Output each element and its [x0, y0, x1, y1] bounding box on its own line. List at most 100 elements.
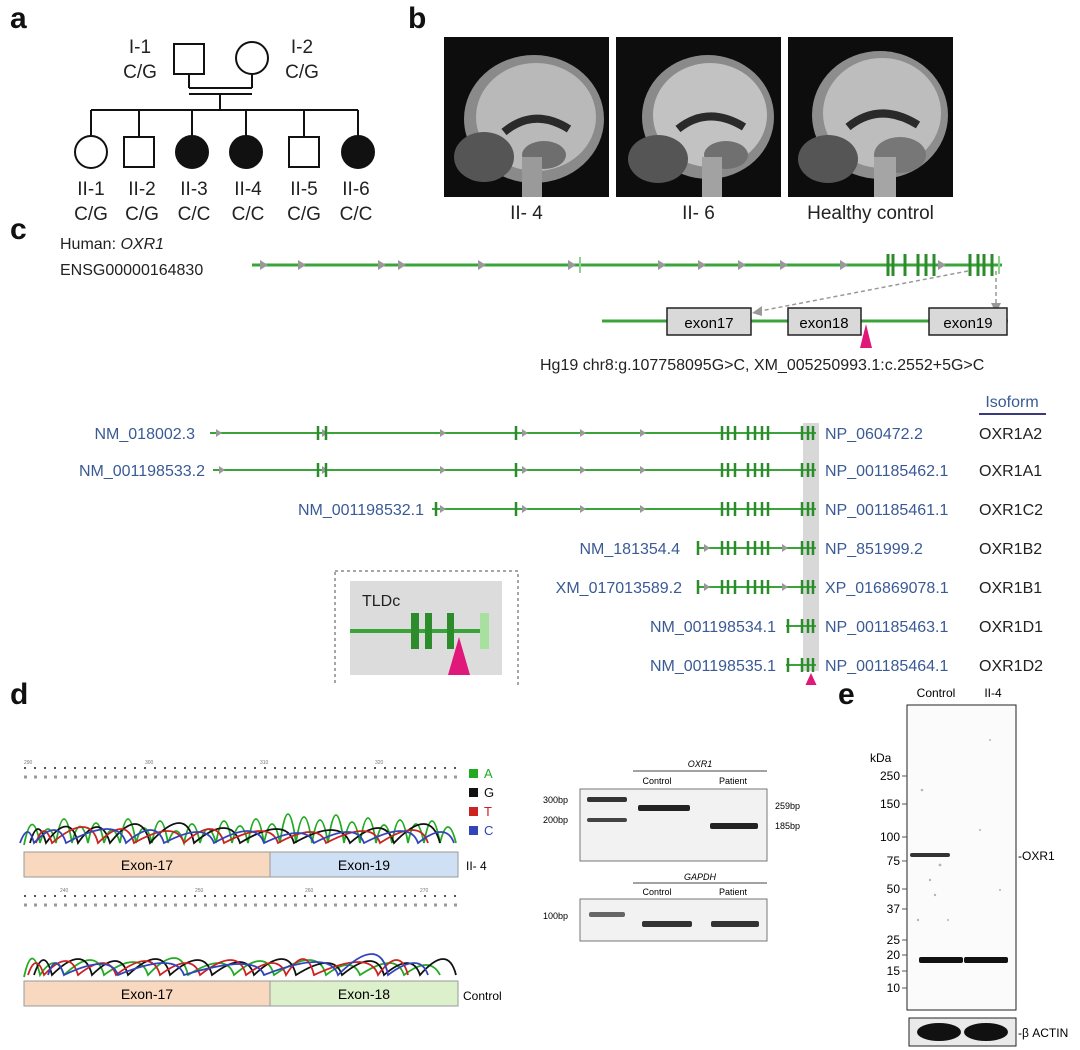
pedigree-genotype: C/G [285, 62, 319, 83]
gel-band [587, 797, 627, 802]
exon-label: Exon-17 [121, 986, 173, 1002]
pedigree-id: II-1 [77, 179, 104, 200]
pedigree-child-ii6 [341, 135, 375, 169]
wb-band-actin [964, 1023, 1008, 1041]
pedigree-id: II-5 [290, 179, 317, 200]
transcript-nm: NM_181354.4 [579, 541, 680, 558]
pedigree-genotype: C/G [287, 204, 321, 225]
pedigree-parent-male [173, 43, 205, 75]
gel-gapdh [579, 898, 768, 942]
transcript-isoform: OXR1D2 [979, 658, 1043, 675]
exon19-bar-patient [269, 851, 459, 878]
intron-arrows [260, 260, 946, 270]
gel-band [587, 818, 627, 822]
tldc-inset: TLDc [334, 570, 519, 685]
gel-lane-label: Control [642, 776, 671, 786]
exon17-box: exon17 [666, 307, 752, 336]
seq-position: 290 [24, 760, 33, 766]
western-blot: Control II-4 kDa 250 150 100 75 50 37 25… [870, 686, 1068, 1047]
pedigree-id: I-1 [129, 37, 151, 58]
mri-image-ii4 [444, 37, 609, 197]
pedigree-genotype: C/G [123, 62, 157, 83]
legend-base: C [484, 823, 493, 838]
pedigree: I-1 C/G I-2 C/G II-1 C/G II-2 C/G II-3 C… [74, 37, 375, 225]
pedigree-id: I-2 [291, 37, 313, 58]
pedigree-parent-female [235, 41, 269, 75]
wb-marker: 15 [887, 964, 901, 978]
seq-position: 250 [195, 888, 204, 894]
gel-band [589, 912, 625, 917]
mri-label-ii6: II- 6 [682, 203, 715, 224]
wb-band [919, 957, 963, 963]
pedigree-child-ii3 [175, 135, 209, 169]
sample-label: II- 4 [466, 859, 487, 873]
transcript-nm: NM_018002.3 [94, 426, 195, 443]
mri-image-healthy-control [788, 37, 953, 197]
pedigree-child-ii5 [288, 136, 320, 168]
isoform-header: Isoform [985, 394, 1038, 411]
gel-lane-label: Control [642, 887, 671, 897]
ladder-label: 300bp [543, 795, 568, 805]
panel-letter-c: c [10, 213, 27, 246]
ladder-label: 200bp [543, 815, 568, 825]
variant-text: Hg19 chr8:g.107758095G>C, XM_005250993.1… [540, 357, 984, 374]
pedigree-genotype: C/C [178, 204, 211, 225]
exon17-label: exon17 [684, 315, 733, 332]
transcript-np: NP_001185462.1 [825, 463, 948, 480]
seq-position: 240 [60, 888, 69, 894]
tldc-label: TLDc [362, 593, 400, 610]
species-label: Human: [60, 236, 121, 253]
wb-marker: 75 [887, 854, 901, 868]
seq-position: 260 [305, 888, 314, 894]
gene-diagram: exon17 exon18 exon19 Hg19 chr8:g.1077580… [79, 254, 1046, 685]
transcript-isoform: OXR1A2 [979, 426, 1042, 443]
pedigree-child-ii4 [229, 135, 263, 169]
gel-title-gapdh: GAPDH [684, 872, 717, 882]
sequencing-chromatograms: 290 300 310 320 Exon-17 Exon-19 II- 4 A … [19, 760, 502, 1007]
transcript-np: NP_001185463.1 [825, 619, 948, 636]
transcript-isoform: OXR1B1 [979, 580, 1042, 597]
wb-marker: 150 [880, 797, 900, 811]
mri-label-ii4: II- 4 [510, 203, 543, 224]
exon-label: Exon-19 [338, 857, 390, 873]
seq-position: 310 [260, 760, 269, 766]
seq-position: 270 [420, 888, 429, 894]
ladder-label: 100bp [543, 911, 568, 921]
panel-letter-b: b [408, 2, 427, 35]
wb-marker: 25 [887, 933, 901, 947]
wb-marker: 37 [887, 902, 901, 916]
pedigree-id: II-6 [342, 179, 369, 200]
exon19-label: exon19 [943, 315, 992, 332]
ensembl-id: ENSG00000164830 [60, 262, 204, 279]
exon18-label: exon18 [799, 315, 848, 332]
transcript-nm: NM_001198534.1 [650, 619, 776, 636]
gel-band [711, 921, 759, 927]
variant-marker-transcripts [805, 673, 817, 685]
pedigree-id: II-3 [180, 179, 207, 200]
band-size: 185bp [775, 821, 800, 831]
transcript-np: NP_001185461.1 [825, 502, 948, 519]
wb-membrane [906, 704, 1017, 1011]
gel-band [642, 921, 692, 927]
wb-marker: 250 [880, 769, 900, 783]
pedigree-genotype: C/G [125, 204, 159, 225]
transcript-isoform: OXR1D1 [979, 619, 1043, 636]
wb-lane-label: II-4 [984, 686, 1002, 700]
wb-marker: 20 [887, 948, 901, 962]
band-size: 259bp [775, 801, 800, 811]
exon18-box: exon18 [787, 307, 862, 336]
rt-pcr-gels: OXR1 Control Patient 300bp 200bp 259bp 1… [543, 759, 800, 942]
wb-target-label: -OXR1 [1018, 849, 1055, 863]
transcript-nm: XM_017013589.2 [556, 580, 682, 597]
gel-band [710, 823, 758, 829]
transcript-np: NP_851999.2 [825, 541, 923, 558]
transcript-np: NP_060472.2 [825, 426, 923, 443]
wb-band-actin [917, 1023, 961, 1041]
transcript-nm: NM_001198533.2 [79, 463, 205, 480]
panel-letter-e: e [838, 678, 855, 711]
pedigree-genotype: C/G [74, 204, 108, 225]
transcript-nm: NM_001198532.1 [298, 502, 424, 519]
gene-name: OXR1 [120, 236, 165, 253]
panel-letter-d: d [10, 678, 29, 711]
mri-label-healthy-control: Healthy control [807, 203, 934, 224]
